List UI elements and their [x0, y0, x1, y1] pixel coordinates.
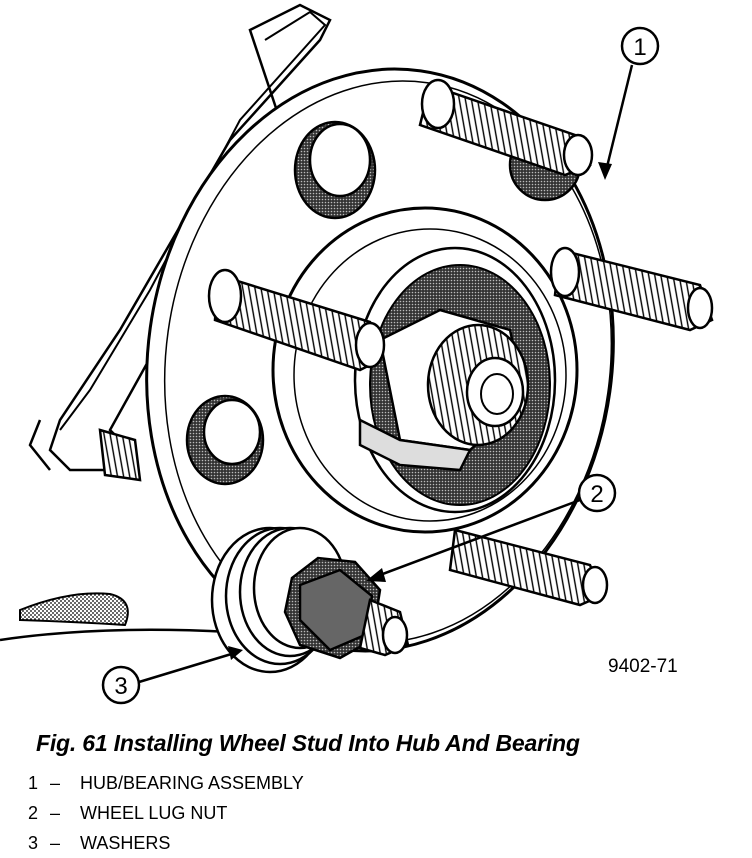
- legend-number: 2: [28, 803, 39, 823]
- legend-dash: –: [50, 833, 61, 853]
- legend: 1 – HUB/BEARING ASSEMBLY 2 – WHEEL LUG N…: [28, 768, 304, 858]
- callout-3-number: 3: [114, 673, 127, 700]
- legend-dash: –: [50, 773, 61, 793]
- legend-label: HUB/BEARING ASSEMBLY: [80, 773, 304, 793]
- legend-item: 3 – WASHERS: [28, 828, 304, 858]
- callout-1-number: 1: [633, 34, 646, 61]
- callout-3: 3: [101, 646, 243, 705]
- hub-bearing-illustration: 1 2 3: [0, 3, 714, 705]
- callout-1: 1: [598, 26, 660, 180]
- legend-label: WHEEL LUG NUT: [80, 803, 228, 823]
- legend-number: 1: [28, 773, 39, 793]
- figure-code: 9402-71: [608, 656, 678, 677]
- tool-handle: [19, 592, 129, 627]
- figure-caption: Fig. 61 Installing Wheel Stud Into Hub A…: [36, 730, 580, 756]
- legend-item: 2 – WHEEL LUG NUT: [28, 798, 304, 828]
- callout-2: 2: [366, 473, 617, 582]
- lug-nut: [283, 556, 410, 660]
- wheel-studs: [98, 78, 714, 607]
- legend-dash: –: [50, 803, 61, 823]
- callout-2-number: 2: [590, 481, 603, 508]
- legend-item: 1 – HUB/BEARING ASSEMBLY: [28, 768, 304, 798]
- axle-nut: [358, 308, 530, 472]
- legend-number: 3: [28, 833, 39, 853]
- legend-label: WASHERS: [80, 833, 171, 853]
